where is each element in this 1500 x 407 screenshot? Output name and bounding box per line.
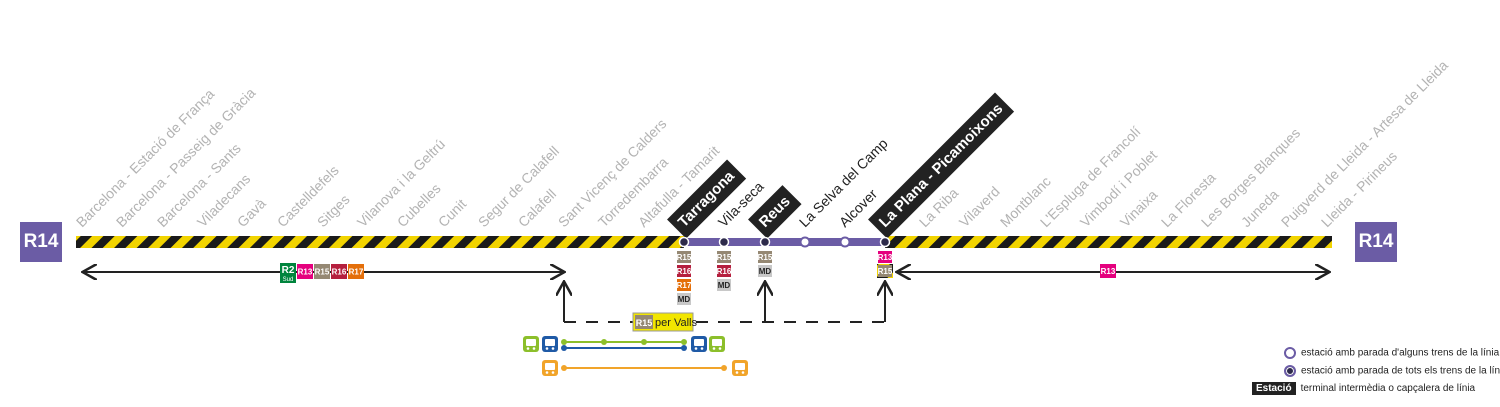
- station-name: Sitges: [314, 191, 353, 230]
- station-name: Vilaverd: [956, 183, 1003, 230]
- legend-terminal-text: terminal intermèdia o capçalera de línia: [1300, 383, 1476, 394]
- station-dots: [678, 236, 891, 248]
- hollow-dot-icon: [1284, 347, 1296, 359]
- line-badge: R17: [677, 279, 692, 291]
- legend-terminal: Estació terminal intermèdia o capçalera d…: [1252, 382, 1475, 395]
- station-dot: [839, 236, 851, 248]
- line-badge: R13: [297, 264, 313, 279]
- valls-route-code: R15: [636, 318, 653, 328]
- line-code-left: R14: [20, 222, 62, 262]
- station-name: Puigverd de Lleida - Artesa de Lleida: [1278, 57, 1451, 230]
- filled-dot-icon: [1284, 365, 1296, 377]
- line-badge: R17: [348, 264, 364, 279]
- valls-label: R15 per Valls: [632, 312, 697, 332]
- bus-icon: [732, 360, 748, 376]
- line-code-right: R14: [1355, 222, 1397, 262]
- line-badge: R15: [717, 251, 732, 263]
- track-hazard-right: [885, 236, 1332, 248]
- station-label: Vilaverd: [956, 183, 1003, 230]
- legend-all-stops: estació amb parada de tots els trens de …: [1284, 365, 1500, 377]
- station-label: Torredembarra: [595, 154, 671, 230]
- svg-text:R15: R15: [677, 253, 692, 262]
- bus-icon: [523, 336, 539, 352]
- station-label: Gavà: [234, 195, 269, 230]
- svg-text:R15: R15: [758, 253, 773, 262]
- svg-text:MD: MD: [718, 281, 731, 290]
- svg-text:R2: R2: [282, 265, 295, 276]
- track-line-active: [684, 238, 885, 246]
- station-name: Cunit: [435, 196, 470, 231]
- svg-text:R15: R15: [878, 267, 893, 276]
- line-badge: R15: [314, 264, 330, 279]
- svg-text:R13: R13: [1101, 267, 1116, 276]
- station-dot: [799, 236, 811, 248]
- line-badge: MD: [758, 265, 772, 277]
- svg-text:R17: R17: [349, 268, 364, 277]
- station-dot: [879, 236, 891, 248]
- svg-text:R13: R13: [298, 268, 313, 277]
- legend-terminal-sample: Estació: [1252, 382, 1296, 395]
- svg-text:MD: MD: [759, 267, 772, 276]
- station-dot: [678, 236, 690, 248]
- line-badge: R16: [677, 265, 692, 277]
- svg-text:R16: R16: [332, 268, 347, 277]
- bus-icon: [691, 336, 707, 352]
- svg-text:R15: R15: [315, 268, 330, 277]
- station-label: Sitges: [314, 191, 353, 230]
- line-badge: MD: [677, 293, 691, 305]
- svg-text:R13: R13: [878, 253, 893, 262]
- station-name: Torredembarra: [595, 154, 671, 230]
- station-dot: [759, 236, 771, 248]
- svg-text:R16: R16: [677, 267, 692, 276]
- svg-text:R16: R16: [717, 267, 732, 276]
- bus-icon: [542, 336, 558, 352]
- station-dot: [718, 236, 730, 248]
- station-label: Cunit: [435, 196, 470, 231]
- bus-icon: [709, 336, 725, 352]
- line-badge: MD: [717, 279, 731, 291]
- line-badge: R13: [1100, 264, 1116, 278]
- line-badge: R15: [677, 251, 692, 263]
- line-badge: R16: [331, 264, 347, 279]
- station-name: Gavà: [234, 195, 269, 230]
- bus-icon: [542, 360, 558, 376]
- svg-text:R17: R17: [677, 281, 692, 290]
- svg-text:R15: R15: [717, 253, 732, 262]
- track-hazard-left: [76, 236, 684, 248]
- line-badge: R15: [877, 264, 893, 278]
- svg-text:Sud: Sud: [283, 277, 294, 283]
- line-badge: R13: [878, 251, 893, 263]
- line-badge: R16: [717, 265, 732, 277]
- valls-route-label: per Valls: [655, 317, 697, 329]
- bus-links: [523, 336, 748, 376]
- legend-some-text: estació amb parada d'alguns trens de la …: [1301, 347, 1500, 359]
- line-badge: R15: [758, 251, 773, 263]
- station-label: Puigverd de Lleida - Artesa de Lleida: [1278, 57, 1451, 230]
- svg-text:MD: MD: [678, 295, 691, 304]
- legend-some-stops: estació amb parada d'alguns trens de la …: [1284, 347, 1499, 359]
- station-label: La Plana - Picamoixons: [868, 92, 1015, 239]
- legend-all-text: estació amb parada de tots els trens de …: [1301, 365, 1500, 377]
